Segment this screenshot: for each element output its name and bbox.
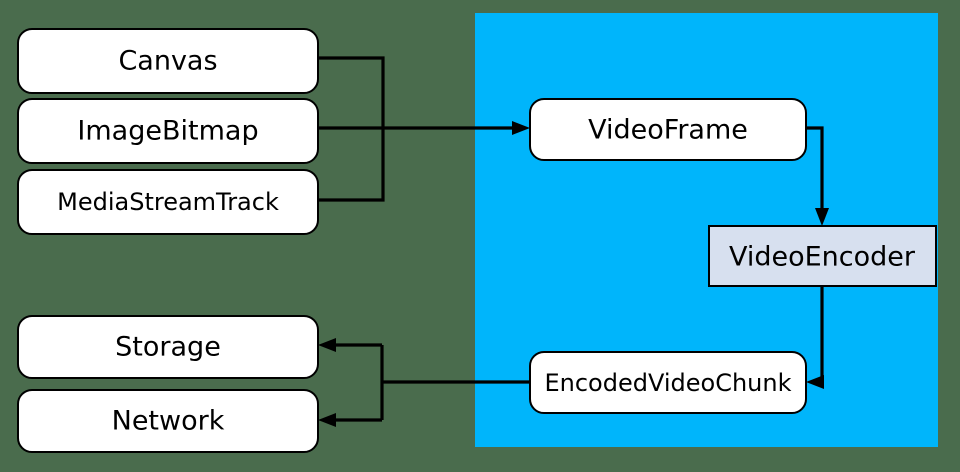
edge-sources-to-videoframe — [318, 56, 530, 202]
arrowhead-left-network — [318, 413, 336, 427]
node-canvas[interactable]: Canvas — [17, 28, 319, 94]
edge-videoframe-to-videoencoder — [806, 126, 829, 226]
node-encodedvideochunk[interactable]: EncodedVideoChunk — [529, 351, 807, 414]
node-mediastreamtrack[interactable]: MediaStreamTrack — [17, 169, 319, 235]
arrowhead-right-videoframe — [512, 121, 530, 135]
node-storage[interactable]: Storage — [17, 315, 319, 379]
node-videoframe[interactable]: VideoFrame — [529, 98, 807, 161]
edge-chunk-to-sinks — [318, 338, 530, 427]
arrowhead-down-videoencoder — [815, 208, 829, 226]
edge-videoencoder-to-chunk — [806, 286, 824, 389]
arrowhead-left-chunk — [806, 375, 824, 389]
node-videoencoder[interactable]: VideoEncoder — [708, 225, 937, 287]
node-network[interactable]: Network — [17, 389, 319, 453]
node-imagebitmap[interactable]: ImageBitmap — [17, 98, 319, 164]
arrowhead-left-storage — [318, 338, 336, 352]
